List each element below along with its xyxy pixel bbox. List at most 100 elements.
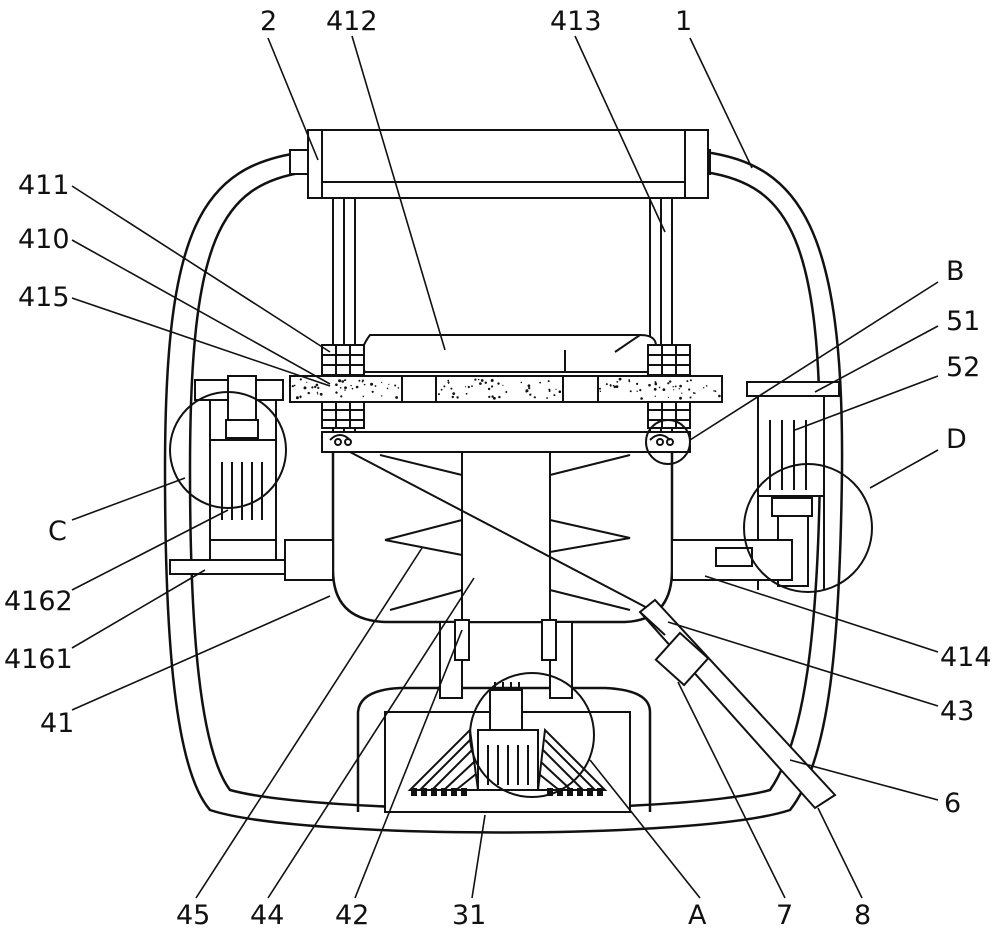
plate-speck xyxy=(528,387,531,390)
conveyor-nub xyxy=(421,788,427,796)
plate-speck xyxy=(456,396,459,399)
plate-speck xyxy=(450,387,453,390)
label-42: 42 xyxy=(335,900,369,931)
plate-speck xyxy=(689,396,692,399)
plate-speck xyxy=(678,388,680,390)
plate-speck xyxy=(335,383,338,387)
plate-speck xyxy=(628,379,631,381)
leader-lines xyxy=(71,35,939,899)
plate-speck xyxy=(718,394,721,398)
plate-speck xyxy=(705,385,708,387)
plate-speck xyxy=(467,385,470,389)
plate-speck xyxy=(397,387,400,389)
central-column xyxy=(349,451,656,623)
plate-speck xyxy=(654,395,656,397)
plate-speck xyxy=(351,387,354,390)
plate-speck xyxy=(370,382,374,386)
plate-speck xyxy=(618,377,622,381)
plate-speck xyxy=(316,391,319,394)
plate-speck xyxy=(447,382,450,384)
label-51: 51 xyxy=(946,306,980,337)
conveyor-nub xyxy=(597,788,603,796)
plate-speck xyxy=(465,392,468,395)
plate-speck xyxy=(679,396,682,400)
plate-speck xyxy=(317,386,320,389)
plate-speck xyxy=(686,380,689,383)
plate-speck xyxy=(386,387,389,390)
plate-speck xyxy=(341,380,345,383)
detail-circle-b xyxy=(645,419,691,465)
plate-speck xyxy=(654,382,658,386)
plate-speck xyxy=(381,395,383,397)
plate-speck xyxy=(490,379,494,382)
plate-speck xyxy=(451,395,454,399)
label-414: 414 xyxy=(940,642,992,673)
plate-speck xyxy=(452,392,456,395)
plate-speck xyxy=(636,382,639,385)
plate-speck xyxy=(674,385,677,388)
conveyor-nub xyxy=(547,788,553,796)
label-8: 8 xyxy=(854,900,871,931)
label-1: 1 xyxy=(675,6,692,37)
plate-speck xyxy=(648,383,651,387)
plate-speck xyxy=(555,388,557,390)
label-41: 41 xyxy=(40,708,74,739)
plate-speck xyxy=(527,384,531,388)
plate-speck xyxy=(553,394,556,397)
plate-speck xyxy=(362,395,365,398)
conveyor-nub xyxy=(411,788,417,796)
plate-speck xyxy=(491,395,494,398)
conveyor-nub xyxy=(577,788,583,796)
plate-speck xyxy=(497,382,500,385)
plate-speck xyxy=(599,390,602,393)
label-415: 415 xyxy=(18,282,70,313)
plate-speck xyxy=(355,385,359,389)
right-motor-assembly xyxy=(671,381,873,593)
plate-speck xyxy=(311,386,314,389)
discharge-chute xyxy=(638,598,837,810)
plate-speck xyxy=(613,385,617,389)
plate-speck xyxy=(673,389,675,391)
plate-speck xyxy=(654,381,657,384)
plate-speck xyxy=(498,395,501,399)
plate-speck xyxy=(662,388,666,391)
label-413: 413 xyxy=(550,6,602,37)
label-43: 43 xyxy=(940,696,974,727)
left-motor-assembly xyxy=(169,375,334,581)
plate-speck xyxy=(688,388,691,391)
plate-speck xyxy=(361,380,364,383)
label-45: 45 xyxy=(176,900,210,931)
plate-speck xyxy=(546,397,548,399)
plate-speck xyxy=(612,384,615,387)
plate-speck xyxy=(363,383,366,386)
plate-speck xyxy=(315,383,319,387)
plate-speck xyxy=(639,389,642,392)
bottom-collector xyxy=(356,619,652,813)
plate-speck xyxy=(640,397,643,400)
plate-speck xyxy=(479,382,482,385)
plate-speck xyxy=(547,380,550,383)
plate-speck xyxy=(491,385,494,388)
plate-speck xyxy=(340,395,343,398)
plate-speck xyxy=(339,387,342,389)
label-4161: 4161 xyxy=(4,644,73,675)
plate-speck xyxy=(487,387,491,391)
plate-speck xyxy=(629,390,632,393)
plate-speck xyxy=(343,379,346,382)
plate-speck xyxy=(306,381,308,383)
plate-speck xyxy=(381,381,383,383)
label-b: B xyxy=(946,256,965,287)
plate-speck xyxy=(636,390,638,392)
plate-speck xyxy=(344,386,347,390)
plate-speck xyxy=(548,390,551,392)
label-52: 52 xyxy=(946,352,980,383)
label-d: D xyxy=(946,424,967,455)
conveyor-nub xyxy=(461,788,467,796)
plate-speck xyxy=(669,380,672,383)
plate-speck xyxy=(667,396,670,398)
conveyor-nub xyxy=(431,788,437,796)
plate-speck xyxy=(488,395,491,398)
conveyor-nub xyxy=(441,788,447,796)
conveyor-nub xyxy=(451,788,457,796)
